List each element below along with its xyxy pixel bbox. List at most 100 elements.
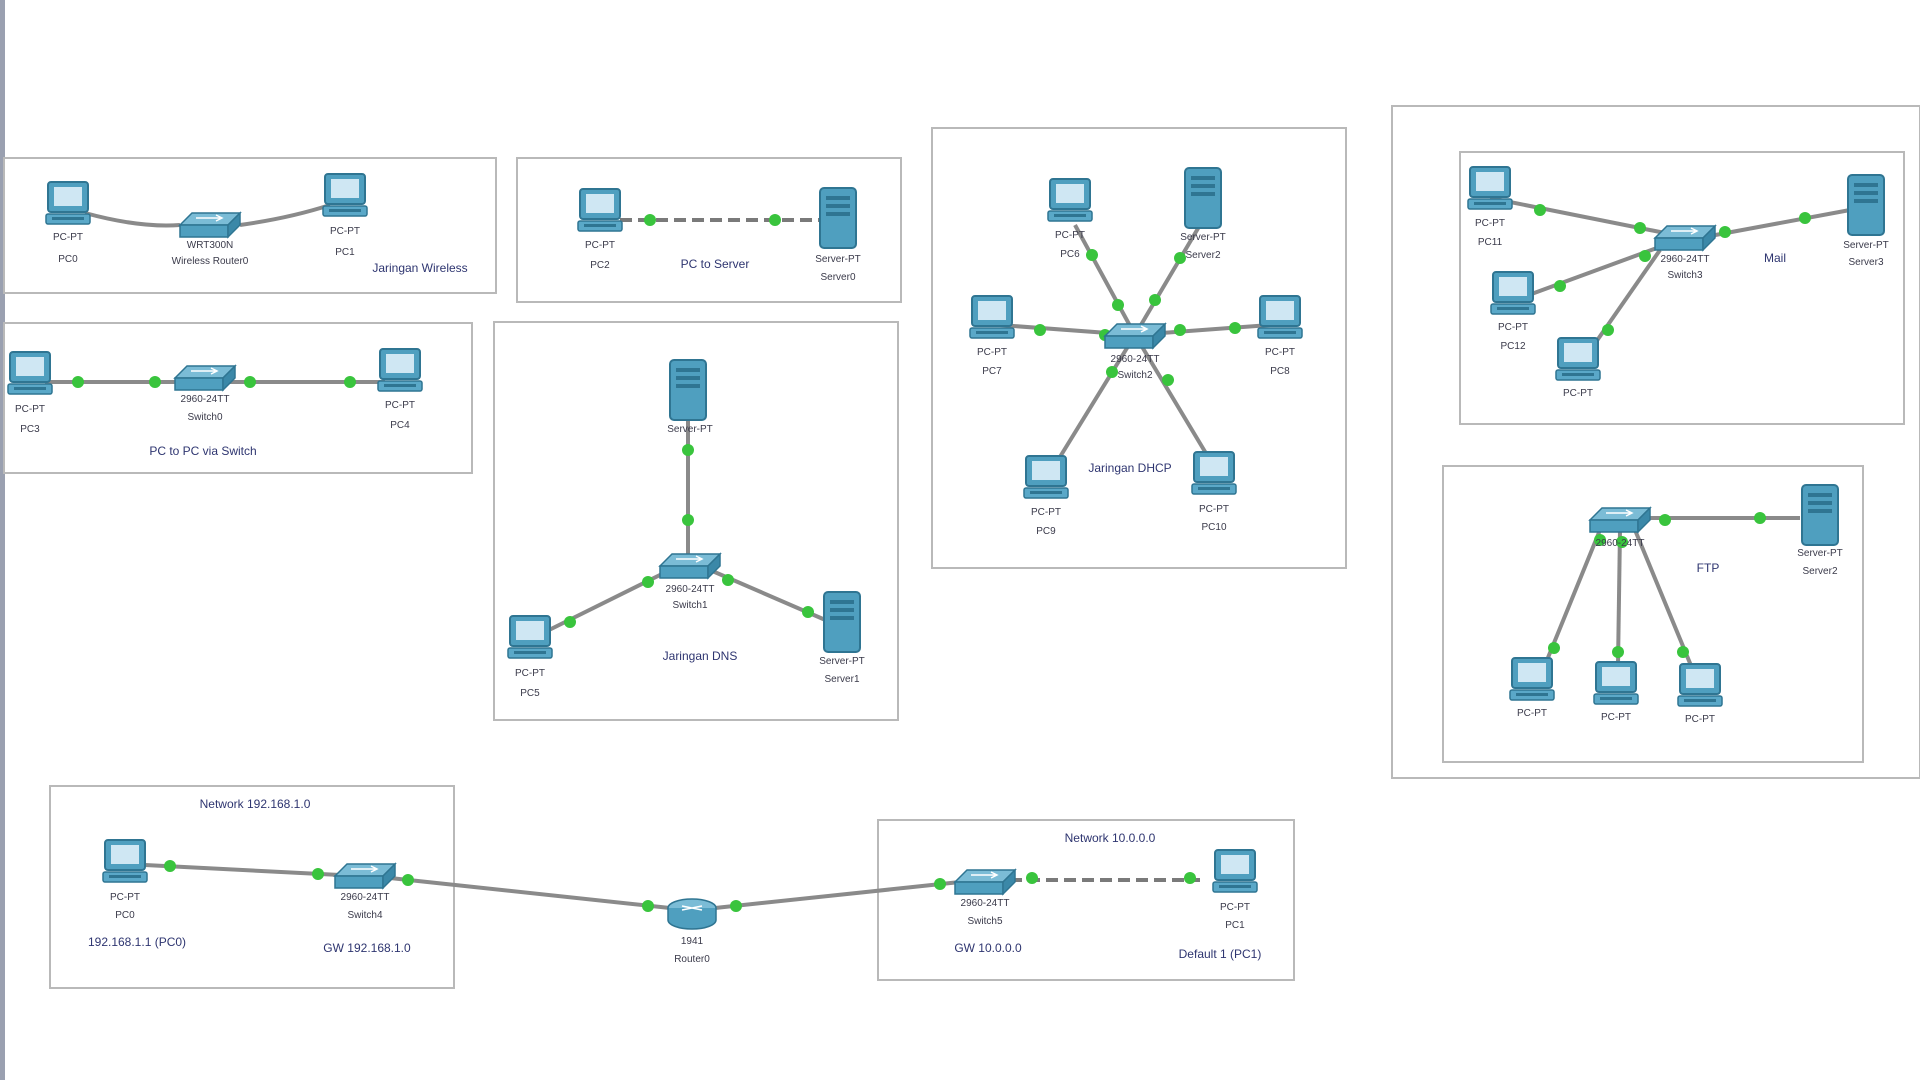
pc-icon[interactable] [1023,455,1069,499]
device-model-label: Server-PT [667,424,713,435]
device-name-label: Server0 [820,272,855,283]
device-name-label: PC7 [982,366,1002,377]
device-name-label: Server1 [824,674,859,685]
pc-icon[interactable] [1509,657,1555,701]
zone-box-mail [1459,151,1905,425]
pc-icon[interactable] [1047,178,1093,222]
pc-icon[interactable] [507,615,553,659]
port-indicator [1634,222,1646,234]
device-name-label: Switch4 [347,910,382,921]
port-indicator [1602,324,1614,336]
server-icon[interactable] [1184,167,1222,229]
device-model-label: PC-PT [1517,708,1547,719]
server-icon[interactable] [823,591,861,653]
port-indicator [1034,324,1046,336]
canvas-left-border [0,0,5,1080]
device-name-label: Server2 [1802,566,1837,577]
device-name-label: PC0 [58,254,78,265]
device-model-label: PC-PT [15,404,45,415]
cable [1053,333,1137,467]
switch-icon[interactable] [334,863,396,889]
cable [84,211,181,228]
server-icon[interactable] [669,359,707,421]
port-indicator [1174,252,1186,264]
port-indicator [642,576,654,588]
port-indicator [1554,280,1566,292]
pc-icon[interactable] [1467,166,1513,210]
pc-icon[interactable] [1191,451,1237,495]
device-model-label: PC-PT [1199,504,1229,515]
port-indicator [769,214,781,226]
pc-icon[interactable] [1257,295,1303,339]
port-indicator [1754,512,1766,524]
port-indicator [802,606,814,618]
device-name-label: PC2 [590,260,610,271]
device-name-label: PC1 [1225,920,1245,931]
port-indicator [244,376,256,388]
device-model-label: PC-PT [977,347,1007,358]
device-model-label: PC-PT [330,226,360,237]
server-icon[interactable] [1847,174,1885,236]
pc-icon[interactable] [1555,337,1601,381]
device-model-label: PC-PT [1498,322,1528,333]
server-icon[interactable] [1801,484,1839,546]
pc-icon[interactable] [577,188,623,232]
pc-icon[interactable] [45,181,91,225]
port-indicator [402,874,414,886]
device-model-label: 2960-24TT [666,584,715,595]
pc-icon[interactable] [969,295,1015,339]
zone-note-ftp: FTP [1697,561,1720,575]
cable [1709,208,1851,238]
device-name-label: PC0 [115,910,135,921]
port-indicator [1534,204,1546,216]
device-model-label: PC-PT [1055,230,1085,241]
port-indicator [730,900,742,912]
pc-icon[interactable] [1677,663,1723,707]
device-model-label: PC-PT [110,892,140,903]
switch-icon[interactable] [1104,323,1166,349]
port-indicator [312,868,324,880]
pc-icon[interactable] [102,839,148,883]
device-name-label: Switch5 [967,916,1002,927]
pc-icon[interactable] [322,173,368,217]
pc-icon[interactable] [1593,661,1639,705]
device-model-label: PC-PT [1563,388,1593,399]
cable [1133,333,1212,462]
wireless-router-icon[interactable] [179,212,241,238]
port-indicator [1594,534,1606,546]
device-model-label: 2960-24TT [1111,354,1160,365]
zone-note-dns: Jaringan DNS [663,649,738,663]
port-indicator [1106,366,1118,378]
device-model-label: 2960-24TT [961,898,1010,909]
switch-icon[interactable] [1589,507,1651,533]
device-name-label: PC8 [1270,366,1290,377]
router-icon[interactable] [667,898,717,930]
device-model-label: PC-PT [585,240,615,251]
device-name-label: PC9 [1036,526,1056,537]
port-indicator [1086,249,1098,261]
device-model-label: WRT300N [187,240,234,251]
pc-icon[interactable] [377,348,423,392]
server-icon[interactable] [819,187,857,249]
port-indicator [1799,212,1811,224]
pc-icon[interactable] [7,351,53,395]
port-indicator [1174,324,1186,336]
device-model-label: PC-PT [385,400,415,411]
device-model-label: Server-PT [815,254,861,265]
switch-icon[interactable] [954,869,1016,895]
pc-icon[interactable] [1212,849,1258,893]
switch-icon[interactable] [1654,225,1716,251]
port-indicator [682,514,694,526]
switch-icon[interactable] [659,553,721,579]
device-model-label: PC-PT [53,232,83,243]
port-indicator [344,376,356,388]
port-indicator [1616,536,1628,548]
cable [1489,196,1681,238]
pc-icon[interactable] [1490,271,1536,315]
switch-icon[interactable] [174,365,236,391]
device-name-label: PC1 [335,247,355,258]
zone-box-pc-server [516,157,902,303]
device-name-label: PC4 [390,420,410,431]
port-indicator [1149,294,1161,306]
